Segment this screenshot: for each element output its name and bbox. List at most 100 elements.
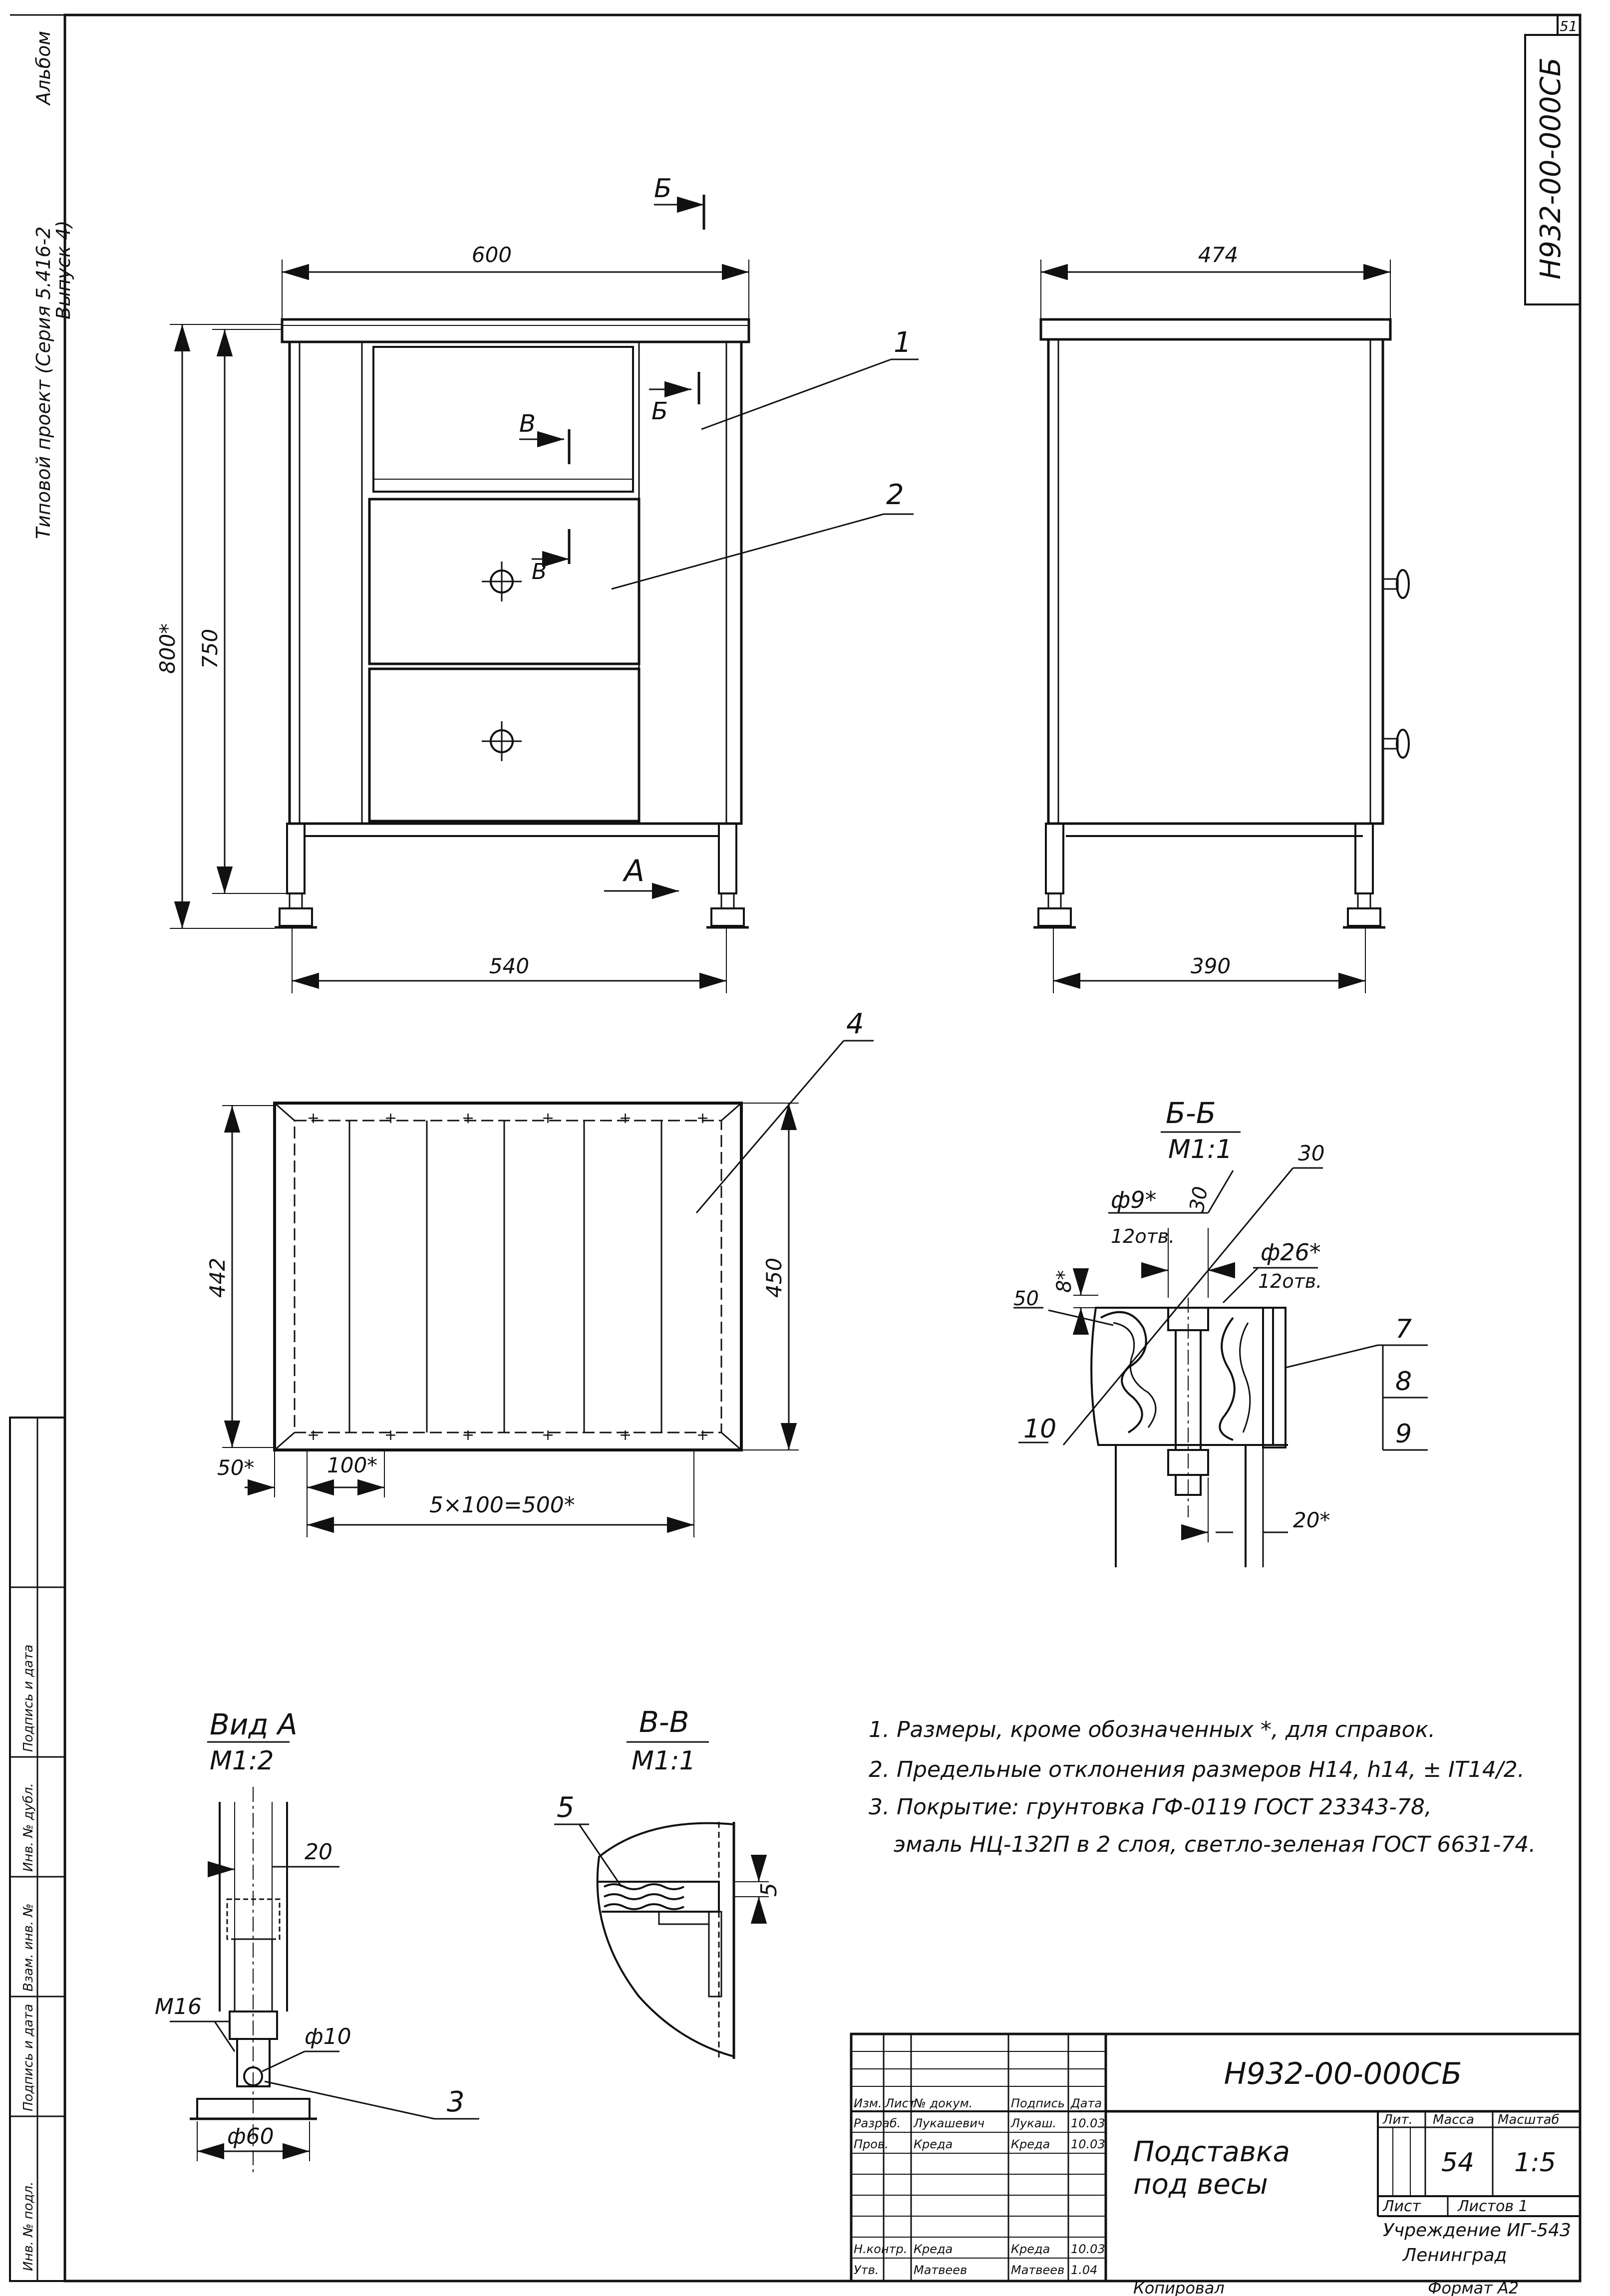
side-width-bottom: 390 bbox=[1191, 954, 1231, 978]
sheets-label: Листов 1 bbox=[1457, 2198, 1528, 2215]
row1-date: 10.03 bbox=[1071, 2116, 1105, 2130]
section-markers-front bbox=[519, 195, 705, 899]
callout-4: 4 bbox=[846, 1008, 864, 1040]
view-a-drawing bbox=[170, 1787, 479, 2176]
front-height-body: 750 bbox=[198, 629, 222, 669]
callout-10: 10 bbox=[1023, 1414, 1056, 1444]
row3-sign: Креда bbox=[1011, 2242, 1050, 2256]
project-line-1: Типовой проект (Серия 5.416-2 bbox=[32, 227, 54, 539]
row2-role: Пров. bbox=[854, 2137, 889, 2151]
svg-text:+: + bbox=[307, 1110, 320, 1127]
section-vv-drawing bbox=[554, 1822, 769, 2059]
mass-value: 54 bbox=[1441, 2148, 1474, 2178]
row0-role: Изм. bbox=[854, 2096, 882, 2110]
row2-sign: Креда bbox=[1011, 2137, 1050, 2151]
view-a-dia-60: ф60 bbox=[227, 2124, 274, 2149]
callout-5: 5 bbox=[557, 1791, 575, 1824]
row0-sign: Подпись bbox=[1011, 2096, 1065, 2110]
svg-text:+: + bbox=[462, 1427, 474, 1444]
callout-3: 3 bbox=[447, 2086, 465, 2118]
section-vv-dim-5: 5 bbox=[756, 1883, 782, 1897]
row2-date: 10.03 bbox=[1071, 2137, 1105, 2151]
front-width-bottom: 540 bbox=[489, 954, 529, 978]
section-bb-weld-50: 50 bbox=[1013, 1287, 1039, 1310]
svg-text:+: + bbox=[462, 1110, 474, 1127]
section-bb-hole-small: ф9* bbox=[1111, 1186, 1157, 1213]
svg-text:+: + bbox=[542, 1427, 554, 1444]
section-bb-hole-large-note: 12отв. bbox=[1258, 1270, 1322, 1292]
row4-role: Утв. bbox=[854, 2263, 879, 2277]
note-2: 2. Предельные отклонения размеров Н14, h… bbox=[869, 1757, 1525, 1782]
front-width-top: 600 bbox=[472, 243, 512, 267]
callout-leaders-front bbox=[611, 358, 919, 590]
callout-8: 8 bbox=[1395, 1367, 1412, 1397]
row2-doc: Креда bbox=[914, 2137, 953, 2151]
section-vv-title: В-В bbox=[639, 1705, 689, 1739]
view-a-dia-10: ф10 bbox=[305, 2024, 351, 2049]
row3-role: Н.контр. bbox=[854, 2242, 907, 2256]
view-a-title: Вид А bbox=[210, 1708, 298, 1741]
header-mass: Масса bbox=[1433, 2112, 1474, 2127]
svg-text:+: + bbox=[619, 1427, 632, 1444]
row4-doc: Матвеев bbox=[914, 2263, 967, 2277]
section-bb-scale: М1:1 bbox=[1168, 1135, 1233, 1164]
row3-date: 10.03 bbox=[1071, 2242, 1105, 2256]
view-a-thread: М16 bbox=[155, 1994, 202, 2019]
row1-sign: Лукаш. bbox=[1010, 2116, 1056, 2130]
drawing-code-vertical: Н932-00-000СБ bbox=[1535, 57, 1567, 280]
section-bb-hole-large: ф26* bbox=[1261, 1239, 1321, 1266]
title-name-2: под весы bbox=[1133, 2168, 1268, 2201]
note-3: 3. Покрытие: грунтовка ГФ-0119 ГОСТ 2334… bbox=[869, 1794, 1432, 1820]
row0-sheet: Лист bbox=[885, 2096, 916, 2110]
plan-offset-left: 50* bbox=[217, 1455, 254, 1480]
title-block-frame bbox=[850, 2032, 1582, 2283]
section-bb-drawing bbox=[1013, 1167, 1428, 1567]
plan-depth-inner: 442 bbox=[205, 1258, 230, 1298]
row4-sign: Матвеев bbox=[1011, 2263, 1064, 2277]
copied-by: Копировал bbox=[1133, 2279, 1225, 2296]
plan-depth-outer: 450 bbox=[762, 1258, 786, 1298]
row4-date: 1.04 bbox=[1071, 2263, 1097, 2277]
header-lit: Лит. bbox=[1382, 2112, 1413, 2127]
row3-doc: Креда bbox=[914, 2242, 953, 2256]
section-bb-title: Б-Б bbox=[1166, 1096, 1216, 1130]
stamp-col-2: Взам. инв. № bbox=[21, 1903, 36, 1992]
front-dimensions bbox=[170, 260, 749, 993]
section-vv-scale: М1:1 bbox=[632, 1746, 696, 1776]
section-v-top-label: В bbox=[519, 410, 536, 438]
svg-text:+: + bbox=[542, 1110, 554, 1127]
plan-pitch: 100* bbox=[327, 1453, 377, 1477]
stamp-col-4: Подпись и дата bbox=[21, 1645, 36, 1752]
view-a-dim-20: 20 bbox=[305, 1839, 332, 1865]
section-b-top-label: Б bbox=[654, 174, 672, 204]
title-designation: Н932-00-000СБ bbox=[1224, 2056, 1462, 2091]
album-label: Альбом bbox=[32, 31, 54, 106]
callout-2: 2 bbox=[886, 479, 904, 511]
org-line-1: Учреждение ИГ-543 bbox=[1383, 2220, 1571, 2241]
row0-doc: № докум. bbox=[913, 2096, 972, 2110]
sheet-label: Лист bbox=[1382, 2198, 1422, 2215]
note-1: 1. Размеры, кроме обозначенных *, для сп… bbox=[869, 1717, 1435, 1742]
sheet-number: 51 bbox=[1560, 18, 1578, 34]
row1-role: Разраб. bbox=[854, 2116, 901, 2130]
section-bb-hole-small-note: 12отв. bbox=[1111, 1225, 1175, 1247]
view-a-scale: М1:2 bbox=[210, 1746, 274, 1776]
side-width-top: 474 bbox=[1198, 243, 1238, 267]
callout-7: 7 bbox=[1395, 1314, 1412, 1344]
svg-text:+: + bbox=[384, 1427, 397, 1444]
org-line-2: Ленинград bbox=[1402, 2245, 1507, 2266]
section-bb-dim-8: 8* bbox=[1053, 1270, 1076, 1293]
left-stamp bbox=[9, 1417, 66, 2282]
plan-total-pitch: 5×100=500* bbox=[429, 1492, 575, 1518]
svg-text:+: + bbox=[696, 1110, 709, 1127]
title-name-1: Подставка bbox=[1133, 2136, 1290, 2168]
view-a-arrow-label: А bbox=[622, 854, 644, 888]
plan-view: +++ +++ +++ +++ bbox=[222, 1040, 874, 1537]
section-bb-weld-30a: 30 bbox=[1298, 1141, 1324, 1165]
section-b-mid-label: Б bbox=[651, 397, 668, 425]
callout-1: 1 bbox=[894, 326, 912, 359]
header-scale: Масштаб bbox=[1498, 2112, 1560, 2127]
row1-doc: Лукашевич bbox=[913, 2116, 984, 2130]
title-block-rows: Изм. Лист № докум. Подпись Дата Разраб. … bbox=[854, 2096, 1105, 2277]
note-4: эмаль НЦ-132П в 2 слоя, светло-зеленая Г… bbox=[894, 1832, 1536, 1857]
